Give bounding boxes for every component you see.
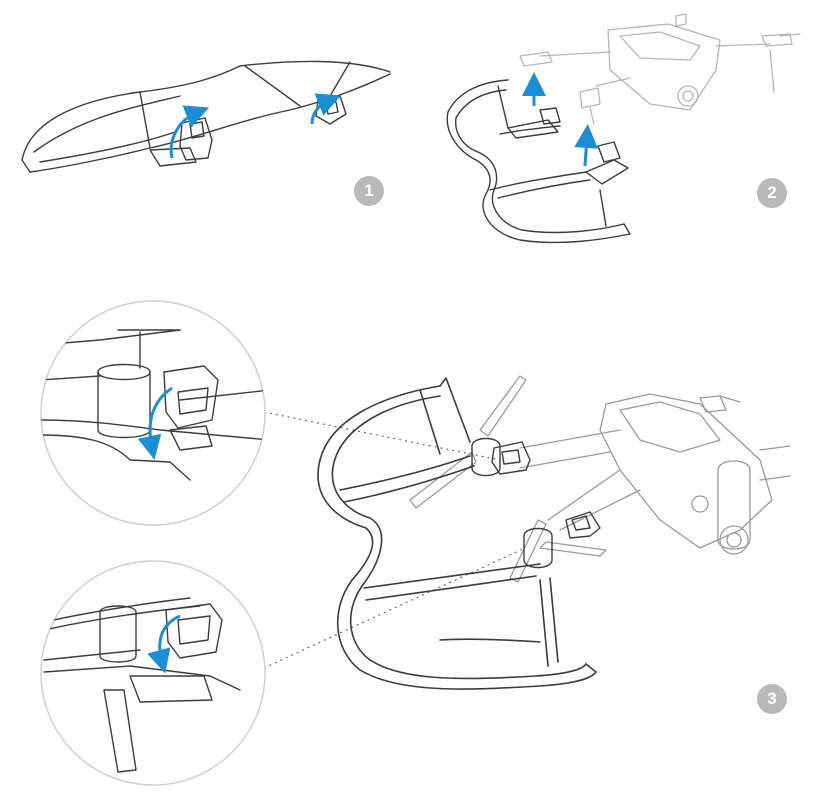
attach-arrow-up-right xyxy=(574,124,599,167)
propeller-guard-mounted xyxy=(317,377,597,690)
motors xyxy=(471,437,553,569)
guard-clips-mounted xyxy=(491,441,601,539)
step-badge-3: 3 xyxy=(757,684,787,714)
detail-leader-lines xyxy=(263,411,526,669)
drone-faded-large xyxy=(519,393,791,555)
fold-arrow-right xyxy=(310,93,342,125)
step-3-illustration xyxy=(317,375,791,690)
guard-clip-right xyxy=(315,95,347,125)
detail-circle-top xyxy=(40,300,266,526)
drone-faded xyxy=(519,13,801,125)
step-2-illustration xyxy=(446,13,801,244)
fold-arrow-left xyxy=(169,105,210,159)
step-1-illustration xyxy=(21,60,391,173)
propeller-guard-outline xyxy=(21,60,391,173)
step-badge-2: 2 xyxy=(757,178,787,208)
fold-down-arrow-top xyxy=(137,386,173,460)
propeller-guard-outline xyxy=(446,79,631,244)
step-badge-1: 1 xyxy=(354,176,384,206)
detail-circle-bottom xyxy=(40,560,266,786)
propeller-blades xyxy=(409,375,607,583)
fold-down-arrow-bottom xyxy=(147,614,181,674)
